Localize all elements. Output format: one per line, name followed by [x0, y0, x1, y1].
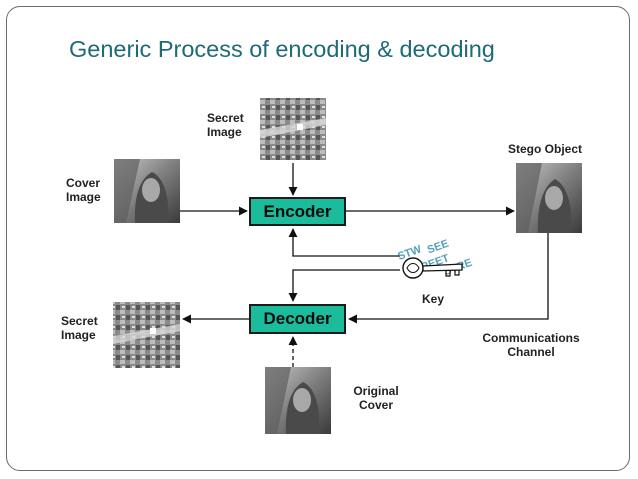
- key-icon: STW SEE REET STRE: [396, 238, 474, 279]
- original-cover-label: Original Cover: [349, 384, 403, 412]
- original-cover-photo: [265, 367, 331, 434]
- secret-image-top-photo: [260, 98, 326, 160]
- secret-image-top-label: Secret Image: [207, 111, 244, 139]
- secret-image-bottom-photo: [113, 302, 180, 368]
- secret-image-top-line1: Secret: [207, 111, 244, 125]
- original-cover-line1: Original: [353, 384, 399, 398]
- slide-title: Generic Process of encoding & decoding: [69, 36, 495, 62]
- cover-image-line2: Image: [66, 190, 101, 204]
- communications-channel-label: Communications Channel: [476, 331, 586, 359]
- secret-image-bottom-line1: Secret: [61, 314, 98, 328]
- secret-image-bottom-label: Secret Image: [61, 314, 98, 342]
- secret-image-top-line2: Image: [207, 125, 242, 139]
- decoder-box: Decoder: [249, 304, 346, 334]
- key-label: Key: [422, 292, 445, 306]
- cover-image-label: Cover Image: [66, 176, 101, 204]
- channel-line2: Channel: [507, 345, 555, 359]
- stego-object-label: Stego Object: [508, 142, 583, 156]
- secret-image-bottom-line2: Image: [61, 328, 96, 342]
- stego-object-photo: [516, 163, 582, 233]
- arrow-channel-to-decoder: [348, 233, 549, 324]
- arrow-key-to-encoder: [288, 228, 400, 257]
- cover-image-photo: [114, 159, 180, 223]
- encoder-box: Encoder: [249, 197, 346, 226]
- cover-image-line1: Cover: [66, 176, 101, 190]
- original-cover-line2: Cover: [358, 398, 393, 412]
- arrow-key-to-decoder: [288, 269, 400, 302]
- communications-line1: Communications: [482, 331, 580, 345]
